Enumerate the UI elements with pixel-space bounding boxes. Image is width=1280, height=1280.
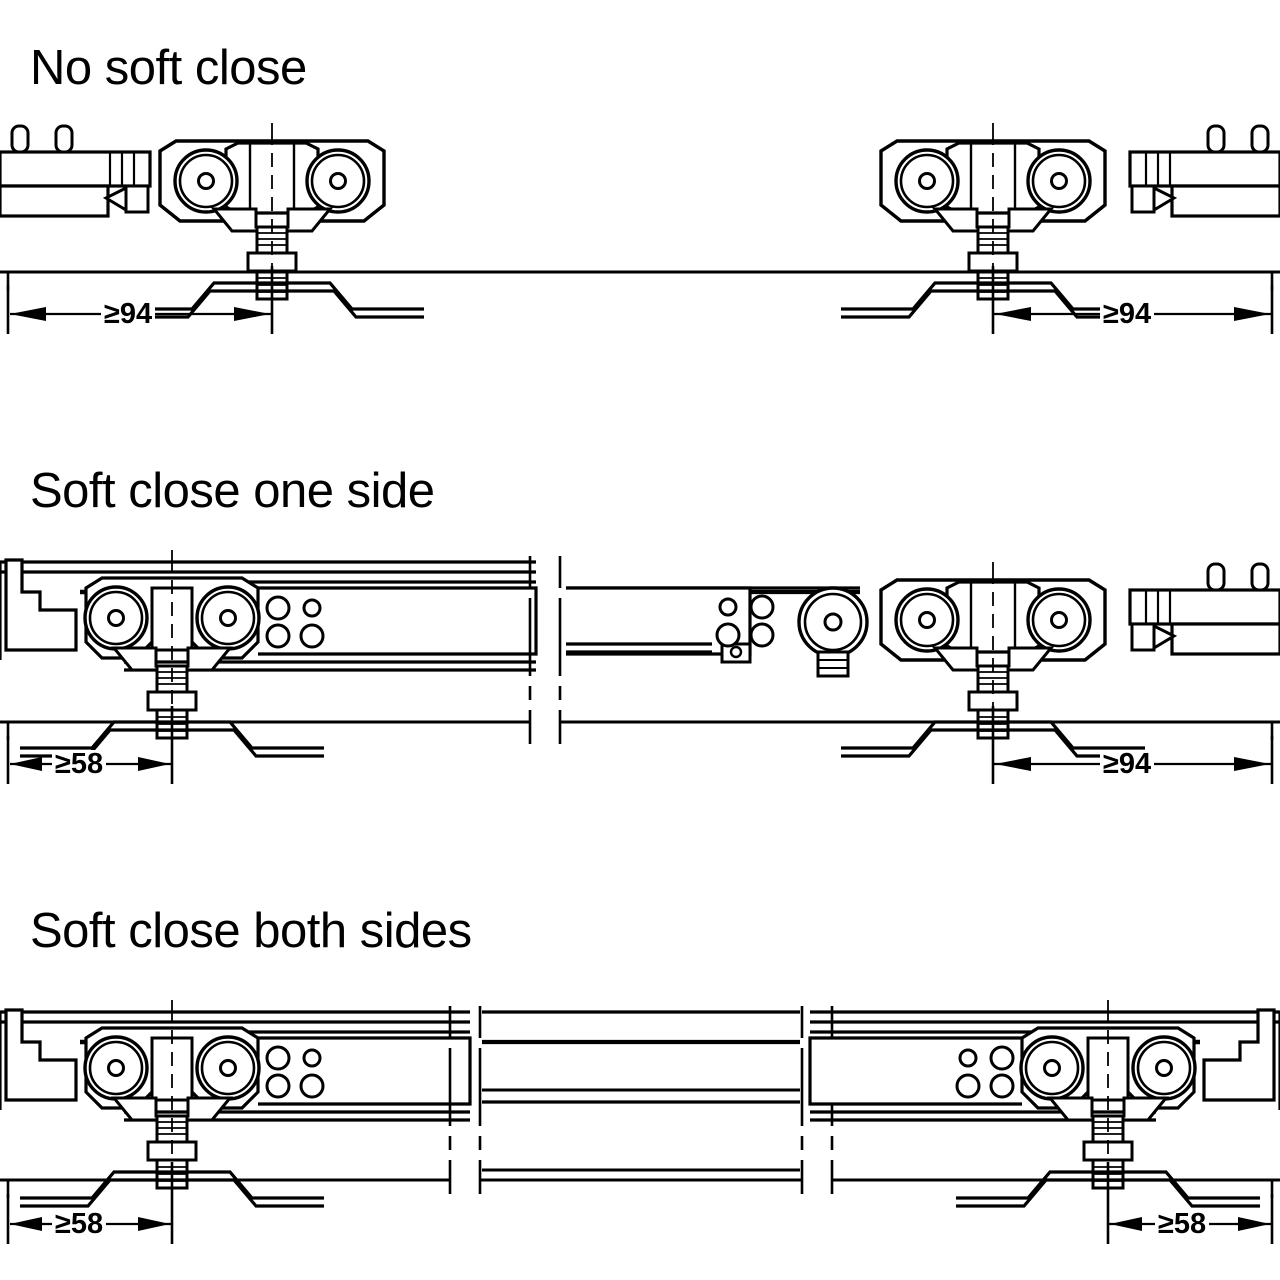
roller-carriage-left-3: [18, 1000, 326, 1208]
door-panel-edge-3: [0, 1178, 1280, 1198]
stopper-right-2: [1128, 562, 1280, 656]
soft-close-unit-right-3: [808, 1000, 1280, 1208]
dimension-label-right-2: ≥94: [1100, 750, 1155, 779]
dimension-label-left-1: ≥94: [101, 300, 156, 329]
soft-close-unit-left-3: [0, 1000, 472, 1208]
section-soft-close-both-sides: [0, 1000, 1280, 1244]
rail-span-3: [482, 1010, 800, 1172]
soft-close-unit-right-2: [566, 586, 869, 678]
dimension-label-left-3: ≥58: [52, 1210, 107, 1239]
section-no-soft-close: [0, 123, 1280, 334]
section-title-soft-close-both-sides: Soft close both sides: [30, 904, 472, 958]
section-soft-close-one-side: [0, 550, 1280, 784]
roller-carriage-right-1: [839, 123, 1147, 319]
stopper-right-1: [1128, 124, 1280, 218]
soft-close-unit-left-2: [0, 550, 538, 758]
roller-carriage-left-1: [118, 123, 426, 319]
roller-carriage-right-2: [839, 562, 1147, 758]
section-title-soft-close-one-side: Soft close one side: [30, 464, 435, 518]
roller-carriage-right-3: [954, 1000, 1262, 1208]
carriage-assembly-right-2: [839, 562, 1280, 758]
section-title-no-soft-close: No soft close: [30, 41, 307, 95]
dimension-label-left-2: ≥58: [52, 750, 107, 779]
carriage-assembly-left-1: [0, 123, 426, 319]
dimension-label-right-1: ≥94: [1100, 300, 1155, 329]
dimension-label-right-3: ≥58: [1155, 1210, 1210, 1239]
carriage-assembly-right-1: [839, 123, 1280, 319]
stopper-left-1: [0, 124, 152, 218]
door-panel-edge-1: [0, 270, 1280, 290]
roller-carriage-left-2: [18, 550, 326, 758]
